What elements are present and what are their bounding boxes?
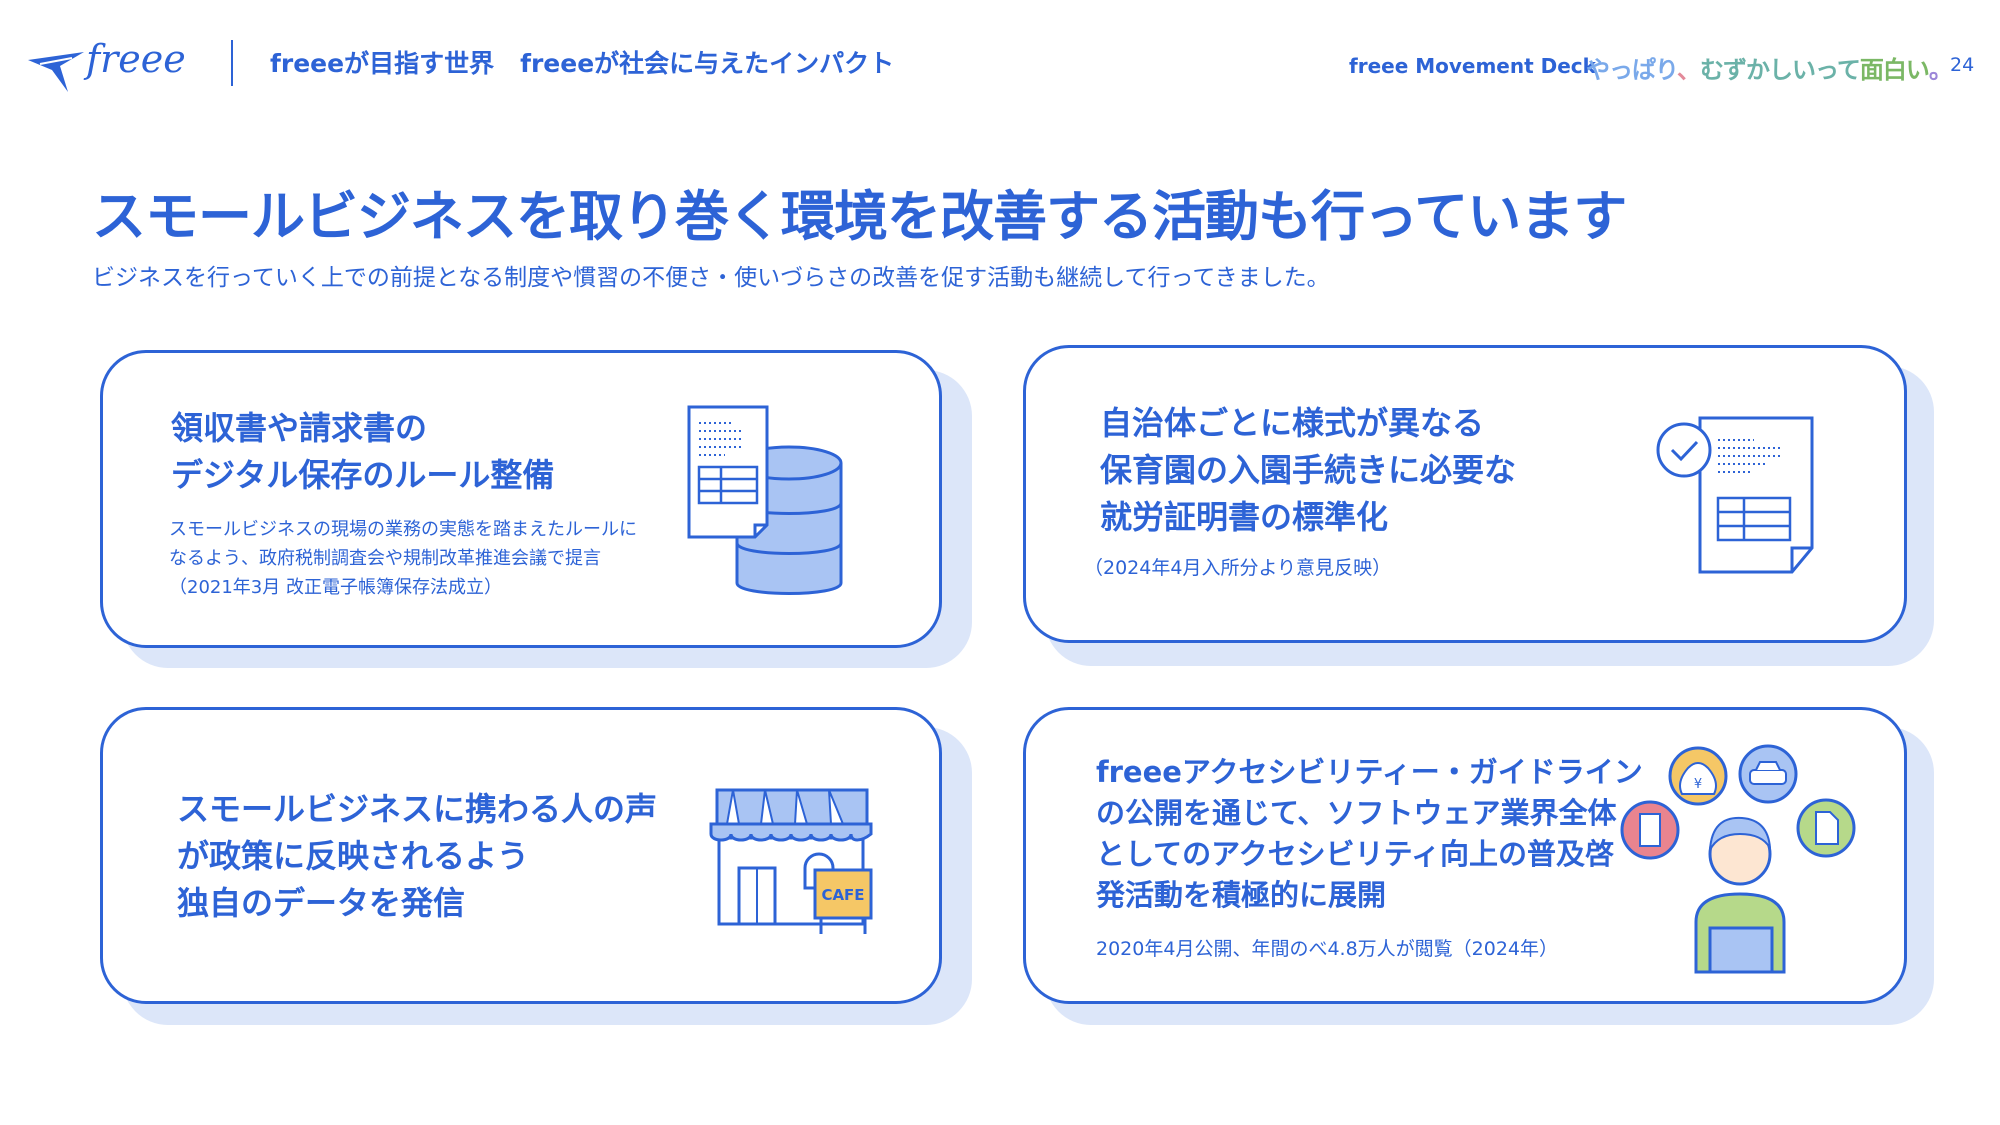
tagline-part: 。 [1928, 56, 1953, 84]
card-small-business-voice: スモールビジネスに携わる人の声 が政策に反映されるよう 独自のデータを発信 CA… [100, 707, 942, 1004]
freee-logo: freee [26, 30, 201, 96]
breadcrumb-item: freeeが目指す世界 [270, 49, 495, 78]
cafe-storefront-icon: CAFE [709, 788, 873, 934]
card-title-line: freeeアクセシビリティー・ガイドライン [1096, 755, 1643, 789]
tagline-part: 、 [1677, 56, 1701, 84]
card-title-line: が政策に反映されるよう [177, 837, 530, 875]
card-body-line: （2024年4月入所分より意見反映） [1084, 557, 1392, 579]
card-title: 自治体ごとに様式が異なる 保育園の入園手続きに必要な 就労証明書の標準化 [1100, 400, 1516, 541]
tagline: やっぱり、むずかしいって面白い。 [1586, 50, 1953, 85]
card-title-line: 領収書や請求書の [171, 409, 428, 447]
tagline-part: むずかしいって [1700, 56, 1861, 84]
header-divider [231, 40, 233, 86]
card-title-line: 発活動を積極的に展開 [1096, 878, 1387, 912]
card-title-line: の公開を通じて、ソフトウェア業界全体 [1096, 796, 1617, 830]
card-body-line: （2021年3月 改正電子帳簿保存法成立） [169, 577, 502, 598]
cafe-sign-label: CAFE [821, 886, 864, 904]
page-number: 24 [1950, 54, 1975, 76]
card-employment-certificate: 自治体ごとに様式が異なる 保育園の入園手続きに必要な 就労証明書の標準化 （20… [1023, 345, 1907, 643]
card-title-line: 独自のデータを発信 [177, 884, 466, 922]
card-body-line: スモールビジネスの現場の業務の実態を踏まえたルールに [169, 519, 637, 540]
svg-text:freee: freee [83, 37, 186, 81]
document-database-icon [687, 405, 843, 595]
card-title: スモールビジネスに携わる人の声 が政策に反映されるよう 独自のデータを発信 [177, 786, 657, 927]
card-title: freeeアクセシビリティー・ガイドライン の公開を通じて、ソフトウェア業界全体… [1096, 752, 1643, 916]
page-subtitle: ビジネスを行っていく上での前提となる制度や慣習の不便さ・使いづらさの改善を促す活… [92, 265, 1330, 291]
card-title-line: 就労証明書の標準化 [1100, 498, 1389, 536]
card-title-line: としてのアクセシビリティ向上の普及啓 [1096, 837, 1614, 871]
person-with-icons-icon: ¥ [1620, 744, 1856, 974]
bird-logo-icon: freee [28, 37, 186, 92]
card-body: （2024年4月入所分より意見反映） [1084, 554, 1391, 583]
card-title-line: デジタル保存のルール整備 [171, 456, 555, 494]
yen-mark: ¥ [1694, 777, 1702, 792]
card-accessibility-guideline: freeeアクセシビリティー・ガイドライン の公開を通じて、ソフトウェア業界全体… [1023, 707, 1907, 1004]
card-body-line: なるよう、政府税制調査会や規制改革推進会議で提言 [169, 548, 601, 569]
deck-name: freee Movement Deck [1349, 54, 1596, 78]
card-digital-storage: 領収書や請求書の デジタル保存のルール整備 スモールビジネスの現場の業務の実態を… [100, 350, 942, 648]
card-title: 領収書や請求書の デジタル保存のルール整備 [171, 405, 554, 499]
card-title-line: 保育園の入園手続きに必要な [1100, 451, 1517, 489]
breadcrumb: freeeが目指す世界 freeeが社会に与えたインパクト [270, 44, 894, 80]
tagline-part: やっぱり [1586, 56, 1678, 84]
tagline-part: 面白い [1859, 56, 1930, 84]
card-body: スモールビジネスの現場の業務の実態を踏まえたルールに なるよう、政府税制調査会や… [169, 515, 637, 602]
card-title-line: スモールビジネスに携わる人の声 [177, 790, 658, 828]
card-body: 2020年4月公開、年間のべ4.8万人が閲覧（2024年） [1096, 935, 1558, 964]
page-title: スモールビジネスを取り巻く環境を改善する活動も行っています [92, 185, 1627, 248]
card-body-line: 2020年4月公開、年間のべ4.8万人が閲覧（2024年） [1096, 938, 1559, 960]
checked-document-icon [1656, 416, 1814, 574]
card-title-line: 自治体ごとに様式が異なる [1100, 404, 1485, 442]
breadcrumb-item: freeeが社会に与えたインパクト [520, 49, 895, 78]
